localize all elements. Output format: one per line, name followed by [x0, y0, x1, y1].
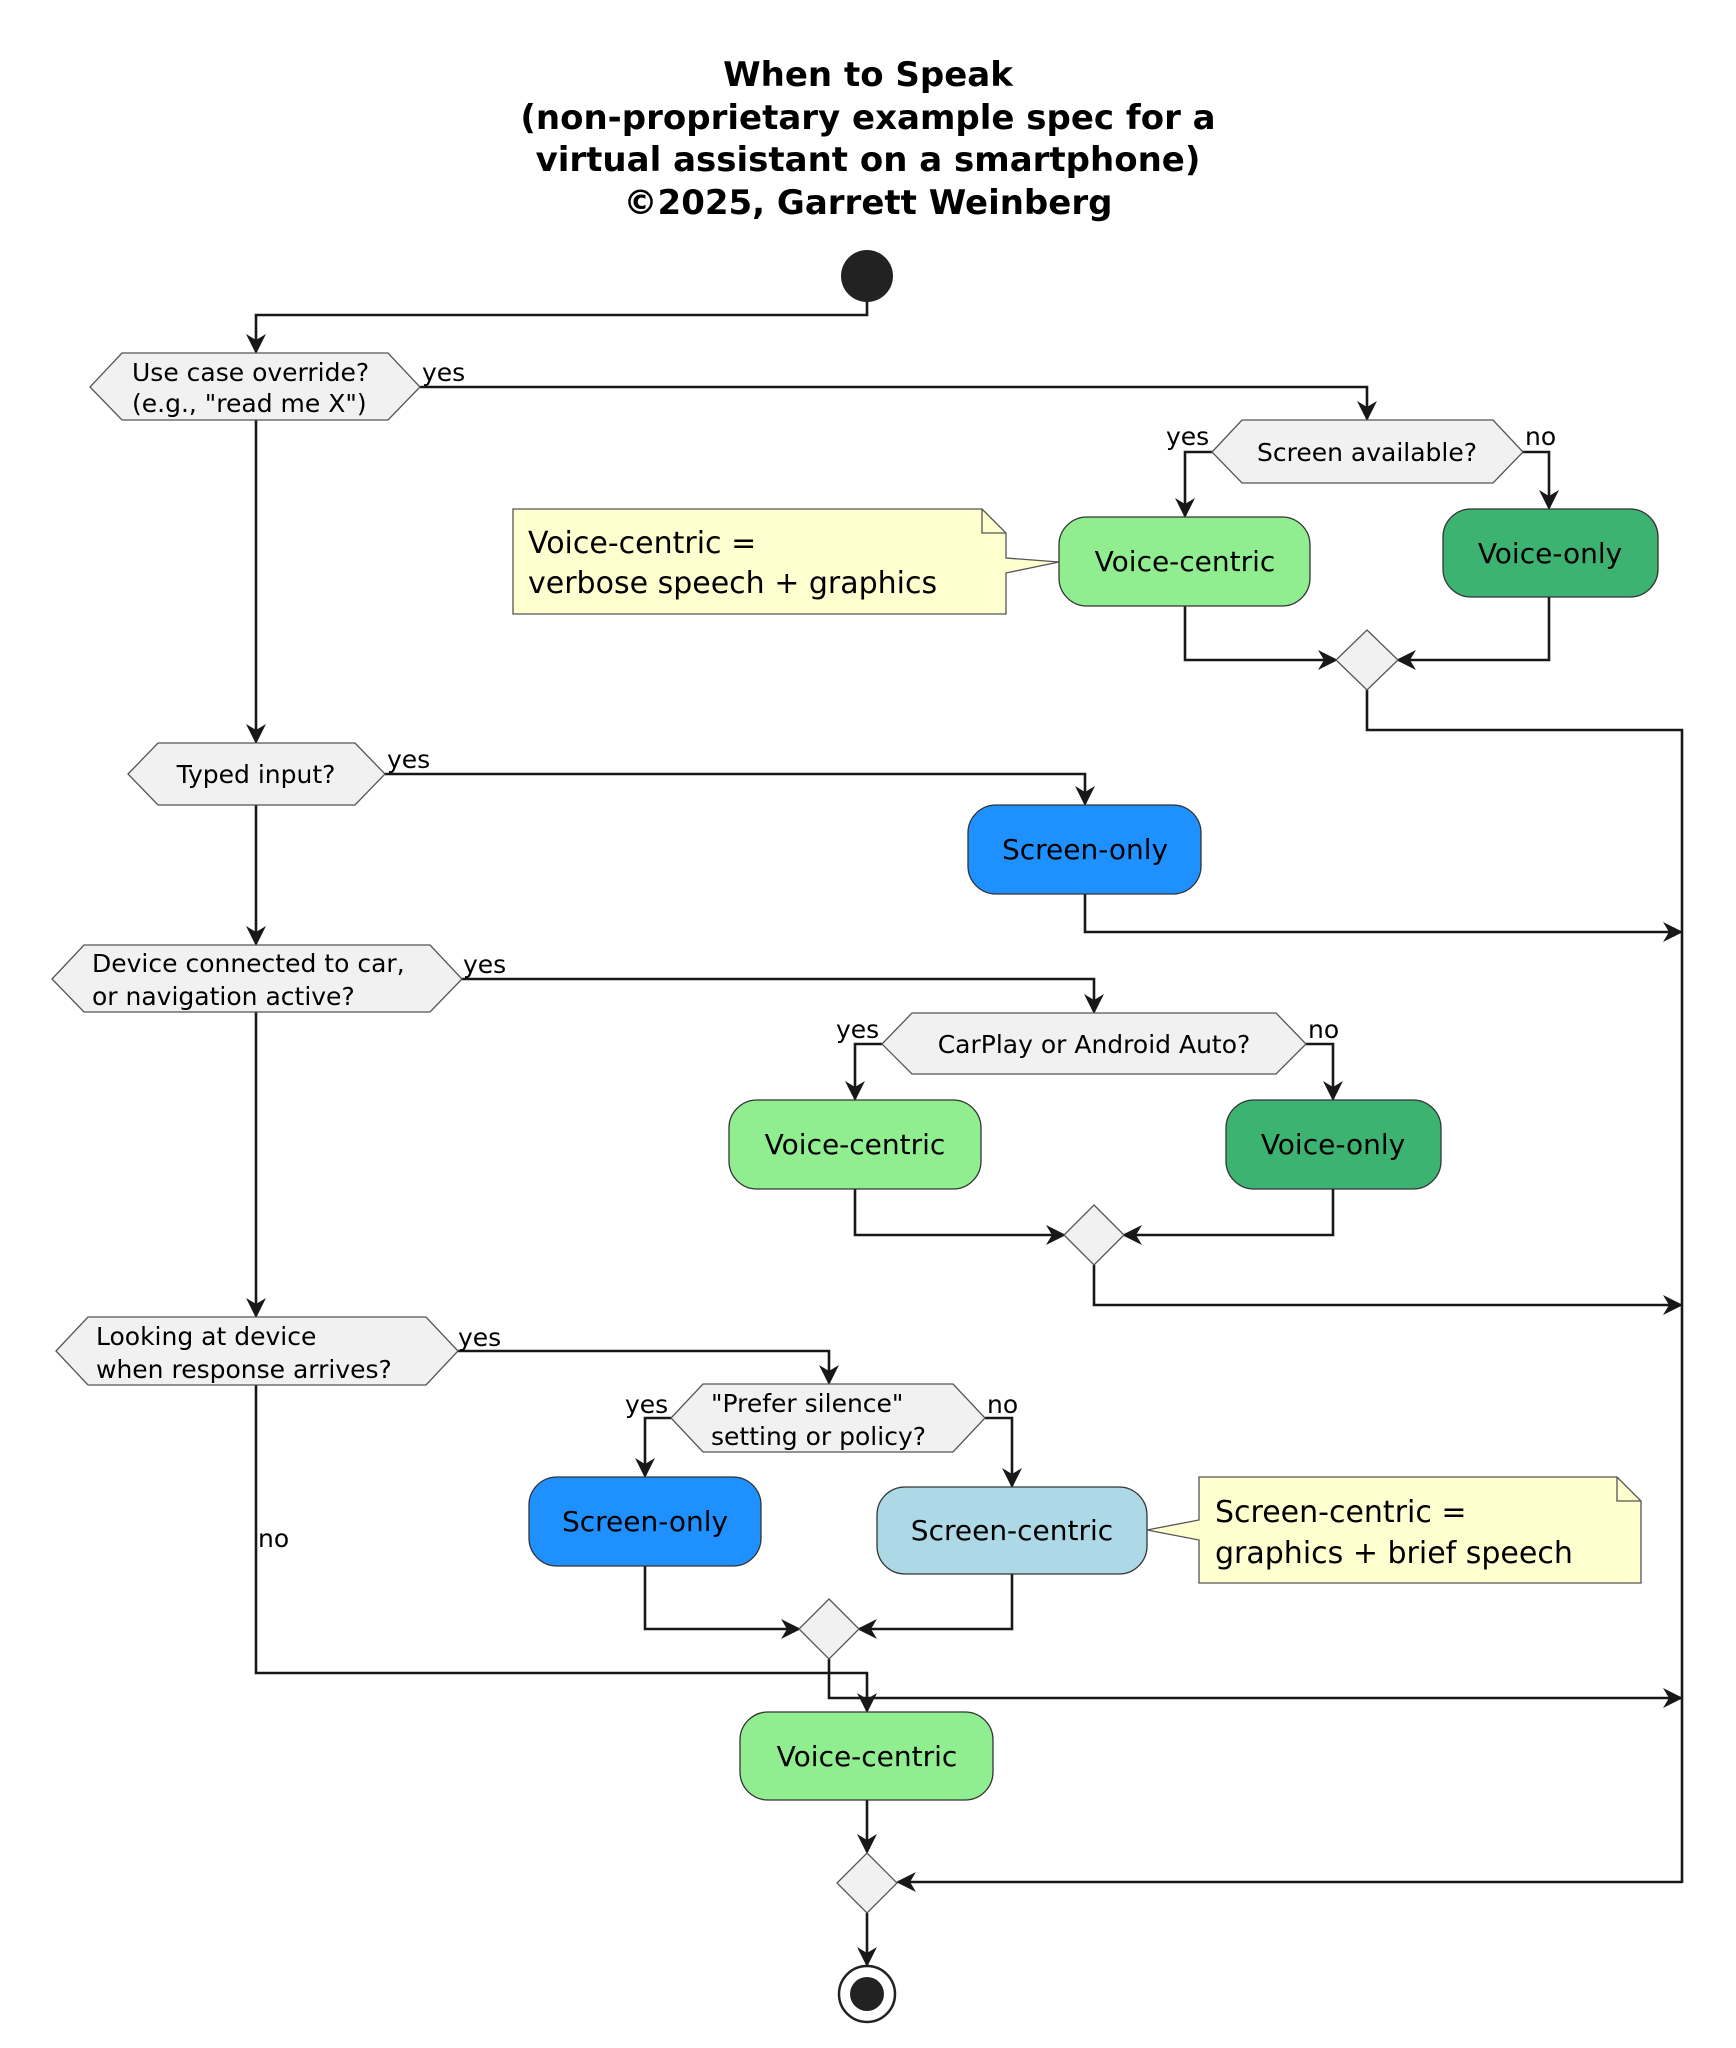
- title-line-3: virtual assistant on a smartphone): [536, 140, 1201, 180]
- note-text-line-2: graphics + brief speech: [1215, 1536, 1573, 1571]
- note-screen-centric: Screen-centric = graphics + brief speech: [1146, 1476, 1642, 1584]
- action-screen-centric: Screen-centric: [876, 1486, 1148, 1575]
- action-voice-centric: Voice-centric: [739, 1711, 994, 1801]
- edge-device-yes: [462, 977, 1104, 1014]
- start-node: [841, 250, 893, 302]
- decision-text-line-1: Looking at device: [96, 1322, 316, 1351]
- edge-label-yes: yes: [463, 950, 506, 979]
- edge-carplay-no: [1306, 1042, 1343, 1101]
- decision-text-line-2: or navigation active?: [92, 982, 355, 1011]
- final-merge-node: [836, 1852, 898, 1914]
- edge-label-yes: yes: [625, 1390, 668, 1419]
- note-text-line-1: Voice-centric =: [528, 526, 756, 561]
- edge-label-yes: yes: [836, 1015, 879, 1044]
- decision-prefer-silence: "Prefer silence" setting or policy?: [670, 1383, 986, 1453]
- action-screen-only: Screen-only: [967, 804, 1202, 895]
- action-label: Voice-centric: [765, 1128, 946, 1161]
- action-label: Voice-only: [1478, 537, 1622, 570]
- decision-text-line-2: (e.g., "read me X"): [132, 389, 367, 418]
- action-label: Screen-centric: [911, 1514, 1113, 1547]
- edge-label-yes: yes: [387, 745, 430, 774]
- edge-merge3-to-rail: [827, 1659, 1683, 1708]
- decision-text-line-2: when response arrives?: [96, 1355, 392, 1384]
- merge-node: [1335, 629, 1399, 691]
- decision-text-line-1: Use case override?: [132, 358, 369, 387]
- action-label: Voice-centric: [1095, 545, 1276, 578]
- action-label: Voice-only: [1261, 1128, 1405, 1161]
- edge-screenonly1-to-rail: [1083, 894, 1683, 942]
- decision-carplay: CarPlay or Android Auto?: [881, 1012, 1307, 1075]
- edge-looking-yes: [458, 1349, 839, 1385]
- edge-screen-yes: [1175, 450, 1213, 518]
- edge-vc2-to-merge: [853, 1189, 1066, 1245]
- end-node: [837, 1964, 897, 2024]
- action-screen-only: Screen-only: [528, 1476, 762, 1567]
- edge-vc1-to-merge: [1183, 606, 1338, 670]
- decision-use-case-override: Use case override? (e.g., "read me X"): [89, 352, 421, 421]
- edges: [246, 302, 1684, 1967]
- action-label: Voice-centric: [777, 1740, 958, 1773]
- title-line-2: (non-proprietary example spec for a: [520, 98, 1215, 138]
- edge-vo2-to-merge: [1122, 1189, 1335, 1245]
- edge-label-yes: yes: [458, 1323, 501, 1352]
- decision-text: Screen available?: [1257, 438, 1477, 467]
- edge-label-no: no: [987, 1390, 1018, 1419]
- decision-text: CarPlay or Android Auto?: [938, 1030, 1251, 1059]
- action-voice-centric: Voice-centric: [728, 1099, 982, 1190]
- edge-looking-no: [254, 1385, 877, 1713]
- note-text-line-1: Screen-centric =: [1215, 1495, 1467, 1530]
- edge-start-to-override: [246, 302, 869, 354]
- edge-override-yes: [420, 385, 1377, 421]
- title-line-4: ©2025, Garrett Weinberg: [624, 183, 1113, 223]
- edge-prefer-yes: [635, 1416, 671, 1478]
- decision-looking-at-device: Looking at device when response arrives?: [55, 1316, 459, 1386]
- edge-typed-yes: [385, 772, 1095, 806]
- decision-typed-input: Typed input?: [127, 742, 386, 806]
- decision-text-line-1: Device connected to car,: [92, 949, 405, 978]
- edge-so2-to-merge: [643, 1566, 801, 1639]
- decision-text-line-1: "Prefer silence": [711, 1389, 903, 1418]
- edge-carplay-yes: [845, 1042, 882, 1101]
- edge-merge1-to-rail: [1365, 690, 1684, 1883]
- decision-device-connected: Device connected to car, or navigation a…: [51, 944, 463, 1013]
- merge-node: [798, 1598, 860, 1660]
- edge-label-no: no: [1308, 1015, 1339, 1044]
- merge-node: [1063, 1204, 1125, 1266]
- edge-prefer-no: [985, 1416, 1022, 1488]
- note-text-line-2: verbose speech + graphics: [528, 566, 937, 601]
- decision-screen-available: Screen available?: [1211, 419, 1524, 484]
- action-label: Screen-only: [1002, 833, 1168, 866]
- edge-label-yes: yes: [1166, 422, 1209, 451]
- edge-screen-no: [1522, 450, 1559, 510]
- edge-sc-to-merge: [857, 1574, 1014, 1639]
- action-voice-only: Voice-only: [1225, 1099, 1442, 1190]
- title-line-1: When to Speak: [723, 55, 1014, 95]
- edge-vo1-to-merge: [1396, 597, 1551, 670]
- action-label: Screen-only: [562, 1505, 728, 1538]
- edge-merge2-to-rail: [1092, 1265, 1683, 1315]
- decision-text-line-2: setting or policy?: [711, 1422, 926, 1451]
- diagram-title: When to Speak (non-proprietary example s…: [520, 55, 1215, 223]
- action-voice-only: Voice-only: [1442, 508, 1659, 598]
- action-voice-centric: Voice-centric: [1058, 516, 1311, 607]
- edge-label-no: no: [1525, 422, 1556, 451]
- edge-label-yes: yes: [422, 358, 465, 387]
- decision-text: Typed input?: [176, 760, 336, 789]
- note-voice-centric: Voice-centric = verbose speech + graphic…: [512, 508, 1060, 615]
- edge-label-no: no: [258, 1524, 289, 1553]
